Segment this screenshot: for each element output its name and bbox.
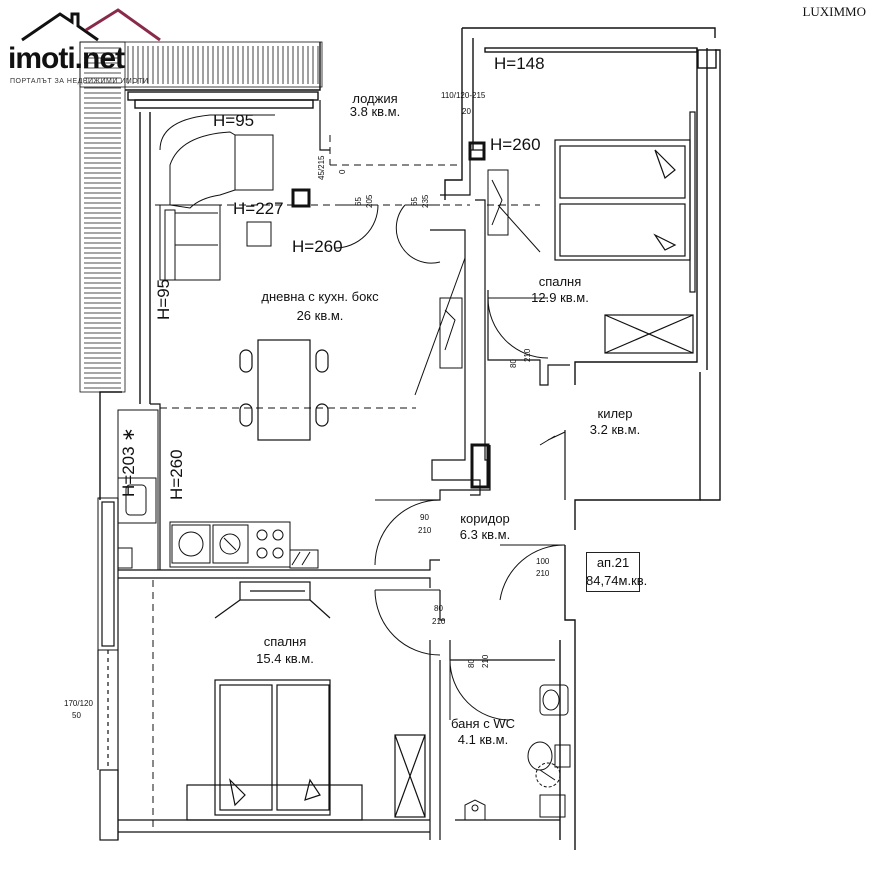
door-dimension: 235 — [421, 194, 430, 208]
armchair-icon — [246, 221, 272, 247]
room-name: баня с WC — [451, 716, 515, 731]
window-dimension: 170/120 — [64, 699, 93, 708]
room-area: 3.2 кв.м. — [589, 422, 641, 437]
height-label: H=260 — [167, 449, 186, 500]
window-dimension: 20 — [462, 107, 471, 116]
room-area: 12.9 кв.м. — [531, 290, 589, 305]
room-area: 3.8 кв.м. — [349, 104, 401, 119]
room-name: килер — [597, 406, 633, 421]
window-dimension: 50 — [72, 711, 81, 720]
door-dimension: 65 — [354, 197, 363, 206]
door-dimension: 210 — [523, 348, 532, 362]
door-dimension: 80 — [509, 359, 518, 368]
double-bed-icon — [554, 111, 696, 354]
columns — [291, 141, 490, 489]
room-bathroom: баня с WC 4.1 кв.м. — [438, 717, 528, 746]
room-name: дневна с кухн. бокс — [261, 289, 379, 304]
height-label: H=148 — [494, 54, 545, 73]
dining-table-icon — [239, 339, 329, 441]
height-label: H=95 — [213, 111, 255, 130]
room-area: 4.1 кв.м. — [457, 732, 509, 747]
window-dimension: 45/215 — [317, 155, 326, 180]
room-name: лоджия — [352, 91, 398, 106]
room-area: 6.3 кв.м. — [459, 527, 511, 542]
logo-roof-icon — [21, 8, 161, 42]
room-name: спалня — [263, 634, 307, 649]
door-dimension: 100 — [536, 557, 550, 566]
balcony-railing — [79, 41, 323, 393]
room-living: дневна с кухн. бокс 26 кв.м. — [240, 290, 400, 322]
room-name: спалня — [538, 274, 582, 289]
window-dimension: 0 — [338, 169, 347, 174]
room-closet: килер 3.2 кв.м. — [565, 407, 665, 436]
door-dimension: 210 — [481, 654, 490, 668]
room-loggia: лоджия 3.8 кв.м. — [330, 92, 420, 118]
sofa-icon — [159, 114, 275, 281]
door-dimension: 80 — [434, 604, 443, 613]
height-label: H=227 — [233, 199, 284, 218]
height-label: H=260 — [292, 237, 343, 256]
door-dimension: 210 — [418, 526, 432, 535]
height-label: H=260 — [490, 135, 541, 154]
left-wall — [97, 497, 119, 841]
apartment-area: 84,74м.кв. — [586, 573, 648, 588]
doors — [334, 204, 566, 721]
door-dimension: 210 — [536, 569, 550, 578]
door-dimension: 210 — [432, 617, 446, 626]
door-dimension: 90 — [420, 513, 429, 522]
logo-tagline: ПОРТАЛЪТ ЗА НЕДВИЖИМИ ИМОТИ — [10, 78, 149, 85]
apartment-info-box — [586, 552, 640, 592]
wardrobe-icon — [414, 169, 541, 396]
kitchen-unit-icon — [117, 409, 319, 571]
exterior-walls — [99, 27, 721, 850]
room-area: 26 кв.м. — [296, 308, 344, 323]
door-dimension: 65 — [410, 197, 419, 206]
door-dimension: 80 — [467, 659, 476, 668]
height-label: H=203 ∗ — [119, 427, 138, 497]
room-area: 15.4 кв.м. — [256, 651, 314, 666]
double-bed-icon — [186, 581, 426, 821]
logo: imoti.net ПОРТАЛЪТ ЗА НЕДВИЖИМИ ИМОТИ — [8, 8, 178, 88]
logo-text: imoti.net — [8, 42, 125, 75]
room-bedroom-1: спалня 12.9 кв.м. — [490, 275, 630, 304]
door-dimension: 205 — [365, 194, 374, 208]
room-bedroom-2: спалня 15.4 кв.м. — [235, 635, 335, 665]
height-label: H=95 — [154, 278, 173, 320]
apartment-number: ап.21 — [596, 555, 630, 570]
bathroom-fixtures-icon — [464, 684, 571, 820]
watermark: LUXIMMO — [802, 4, 866, 19]
room-name: коридор — [460, 511, 510, 526]
room-corridor: коридор 6.3 кв.м. — [440, 512, 530, 541]
window-dimension: 110/120-215 — [441, 91, 486, 100]
